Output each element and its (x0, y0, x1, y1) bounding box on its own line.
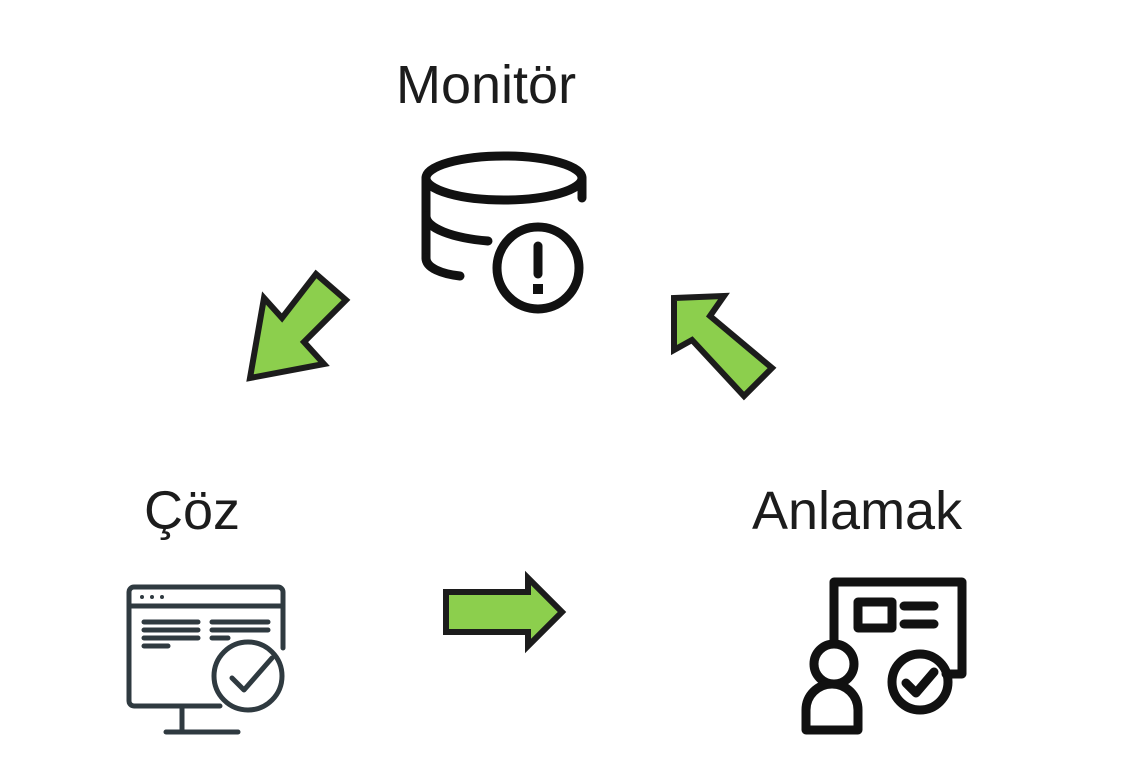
node-label-monitor: Monitör (396, 55, 577, 115)
arrow-up-left-icon (660, 284, 790, 414)
node-label-solve: Çöz (144, 481, 241, 541)
database-alert-icon (412, 146, 596, 318)
presenter-check-icon (796, 574, 970, 740)
arrow-right-icon (436, 570, 576, 654)
arrow-down-left-icon (232, 262, 362, 392)
monitor-check-icon (120, 578, 292, 742)
node-label-understand: Anlamak (752, 481, 963, 541)
